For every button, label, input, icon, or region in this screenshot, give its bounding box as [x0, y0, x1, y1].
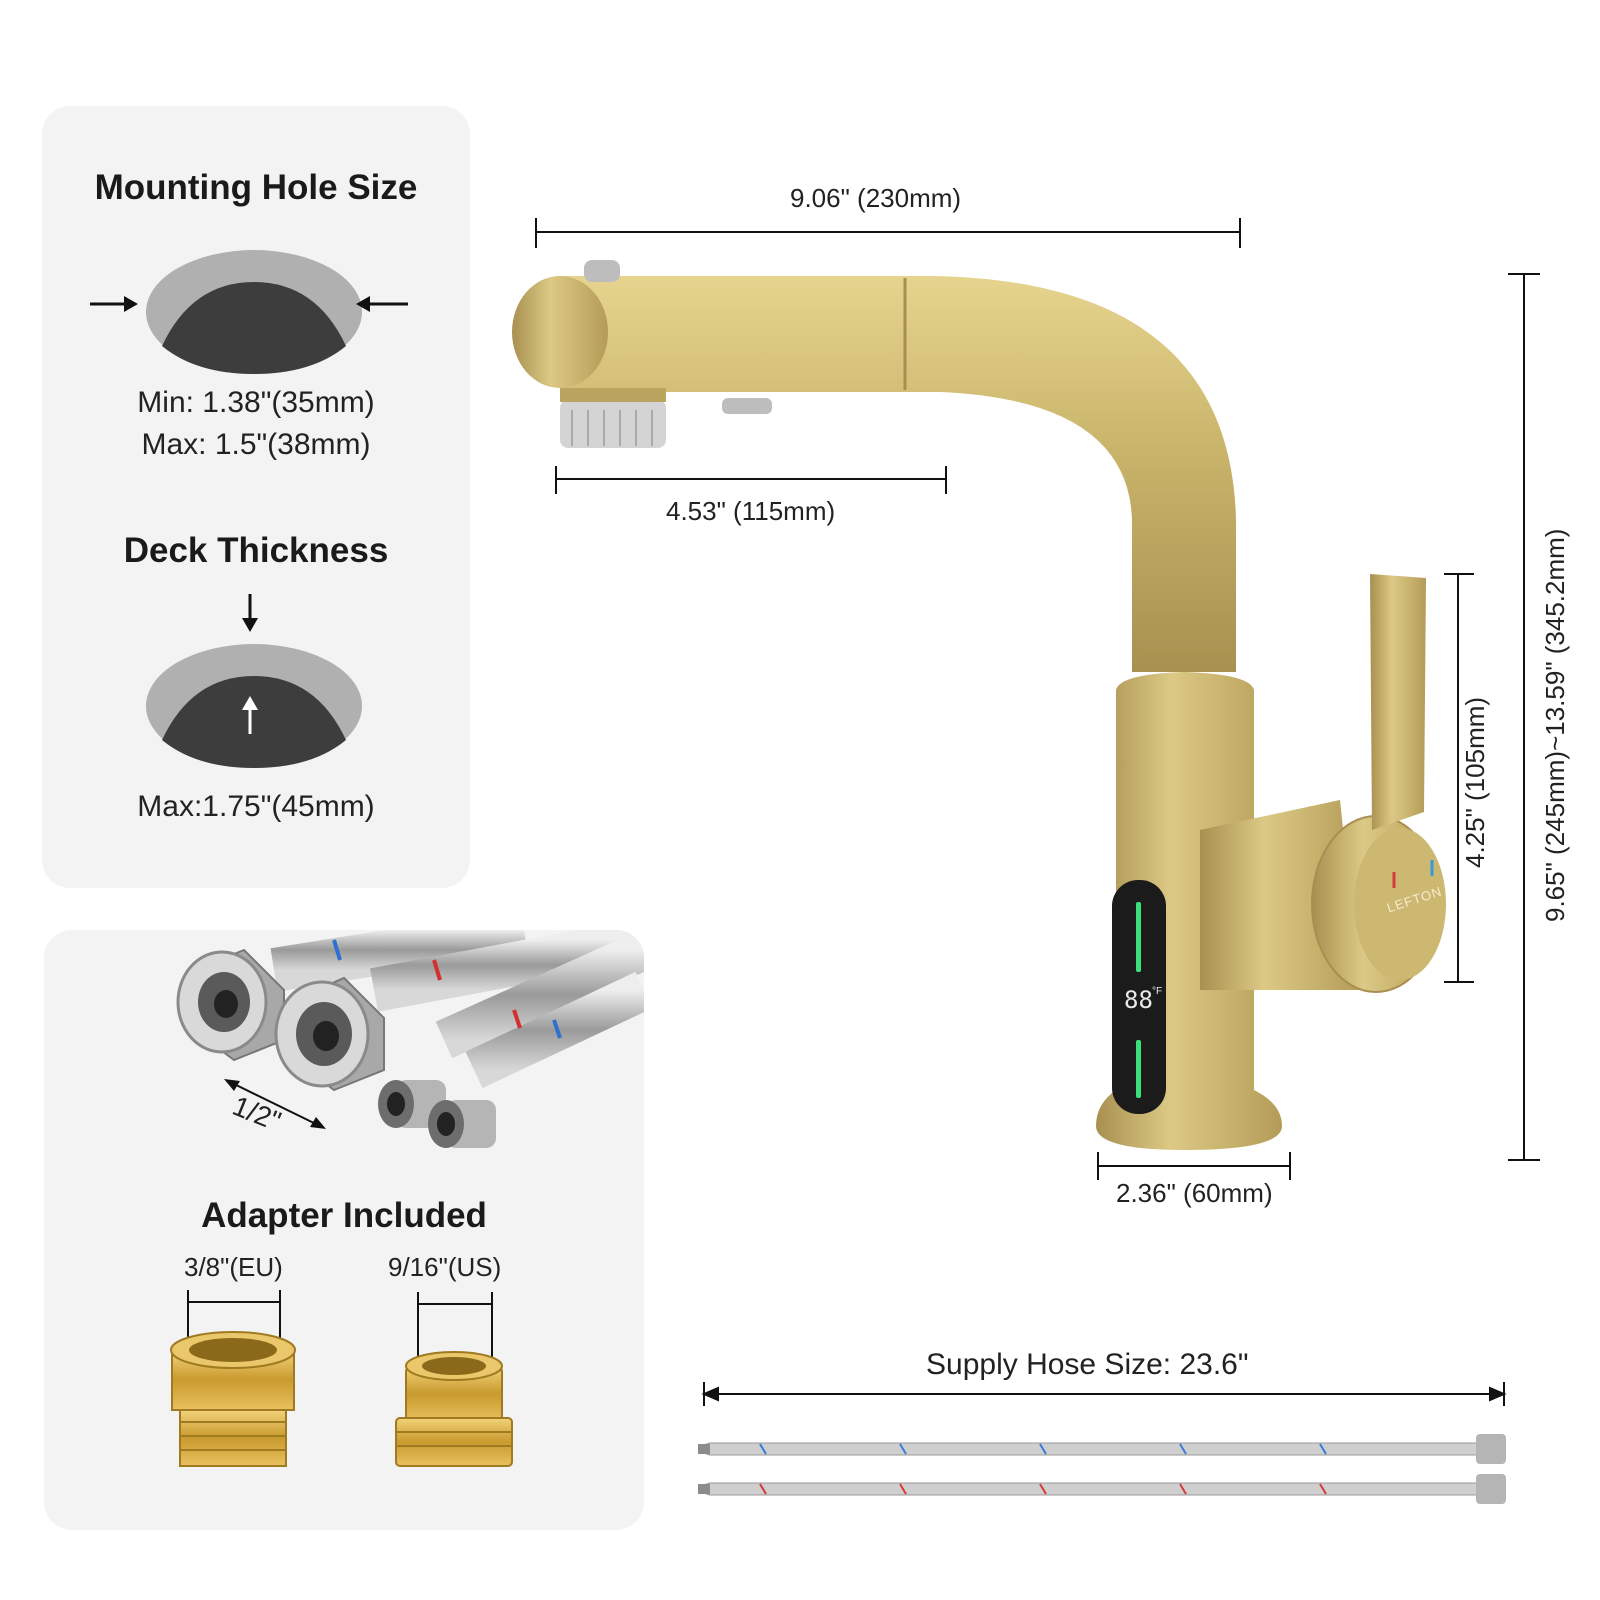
deck-max-text: Max:1.75"(45mm): [137, 790, 375, 823]
eu-adapter-icon: [170, 1290, 296, 1467]
faucet-spout: [512, 260, 1236, 672]
total-height-text: 9.65" (245mm)~13.59" (345.2mm): [1540, 528, 1570, 922]
mounting-info-panel: Mounting Hole Size Min: 1.38"(35mm): [42, 106, 470, 888]
brand-logo: LEFTON: [1385, 883, 1444, 916]
base-diameter-dimension-line: [1097, 1152, 1291, 1180]
hex-nut-icon: [274, 976, 385, 1092]
hose-fittings-illustration: [170, 930, 644, 1467]
spout-reach-dimension-line: [535, 218, 1241, 248]
deck-thickness-title: Deck Thickness: [123, 531, 389, 570]
eu-adapter-label: 3/8"(EU): [184, 1252, 283, 1282]
arrow-left-icon: [356, 296, 408, 312]
supply-hose-icon: [698, 1434, 1506, 1464]
arrow-right-icon: [90, 296, 138, 312]
handle-height-text: 4.25" (105mm): [1460, 696, 1490, 868]
sprayer-length-text: 4.53" (115mm): [666, 496, 836, 526]
faucet-body: [1096, 574, 1446, 1150]
us-adapter-label: 9/16"(US): [388, 1252, 502, 1282]
threaded-end-icon: [378, 1080, 496, 1148]
thread-dimension-line: [224, 1079, 326, 1129]
mounting-max-text: Max: 1.5"(38mm): [141, 428, 371, 461]
mounting-hole-icon: [146, 250, 362, 374]
braided-hose-icon: [270, 930, 644, 1089]
arrow-up-icon: [242, 696, 258, 734]
base-diameter-text: 2.36" (60mm): [1116, 1178, 1273, 1208]
mounting-hole-title: Mounting Hole Size: [94, 168, 418, 207]
display-temp-readout: 88: [1124, 986, 1153, 1014]
hex-nut-icon: [176, 948, 285, 1062]
total-height-dimension-line: [1508, 273, 1540, 1161]
supply-hose-text: Supply Hose Size: 23.6": [926, 1348, 1249, 1381]
adapter-title: Adapter Included: [201, 1196, 487, 1235]
display-unit: °F: [1152, 986, 1163, 997]
mounting-min-text: Min: 1.38"(35mm): [137, 386, 375, 419]
arrow-down-icon: [242, 594, 258, 632]
sprayer-length-dimension-line: [555, 466, 947, 494]
spout-reach-text: 9.06" (230mm): [790, 183, 962, 213]
supply-hose-dimension-line: [701, 1382, 1507, 1406]
us-adapter-icon: [395, 1292, 513, 1467]
adapter-panel: 1/2" Adapter Included 3/8"(EU) 9/16"(US): [44, 930, 644, 1530]
mounting-hole-diagram: [90, 250, 408, 768]
supply-hose-icon: [698, 1474, 1506, 1504]
